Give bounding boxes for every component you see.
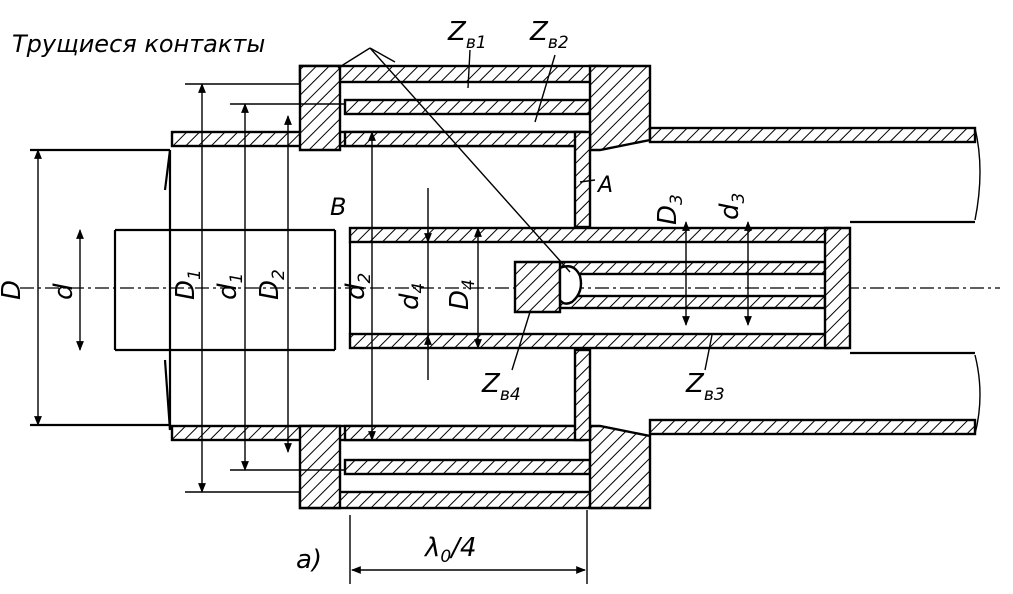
label-subfig: a) — [296, 545, 322, 575]
label-d2: d2 — [341, 273, 375, 300]
label-zb1: Zв1 — [447, 17, 487, 53]
inner-choke — [348, 220, 975, 355]
label-D: D — [0, 280, 27, 300]
label-D3: D3 — [653, 194, 687, 225]
label-zb3: Zв3 — [685, 369, 725, 405]
label-zb4: Zв4 — [481, 369, 521, 405]
label-D1: D1 — [171, 269, 205, 300]
label-friction-contacts: Трущиеся контакты — [12, 30, 265, 58]
label-d4: d4 — [395, 283, 429, 310]
label-d1: d1 — [213, 273, 247, 300]
label-D2: D2 — [255, 269, 289, 300]
label-d3: d3 — [715, 193, 749, 220]
label-d: d — [49, 283, 79, 300]
left-inner-conductor — [113, 228, 337, 352]
labels: Трущиеся контакты Zв1 Zв2 Zв4 Zв3 A В D … — [0, 17, 749, 575]
label-point-a: A — [596, 173, 613, 198]
leader-lines — [337, 47, 713, 371]
label-lambda: λ0/4 — [423, 533, 477, 567]
label-zb2: Zв2 — [529, 17, 569, 53]
dimension-lines — [34, 83, 752, 584]
label-D4: D4 — [445, 279, 479, 310]
right-outer-conductor — [648, 126, 981, 436]
outer-choke-bottom — [298, 348, 652, 510]
outer-choke-top — [298, 64, 652, 229]
label-point-b: В — [330, 193, 346, 221]
